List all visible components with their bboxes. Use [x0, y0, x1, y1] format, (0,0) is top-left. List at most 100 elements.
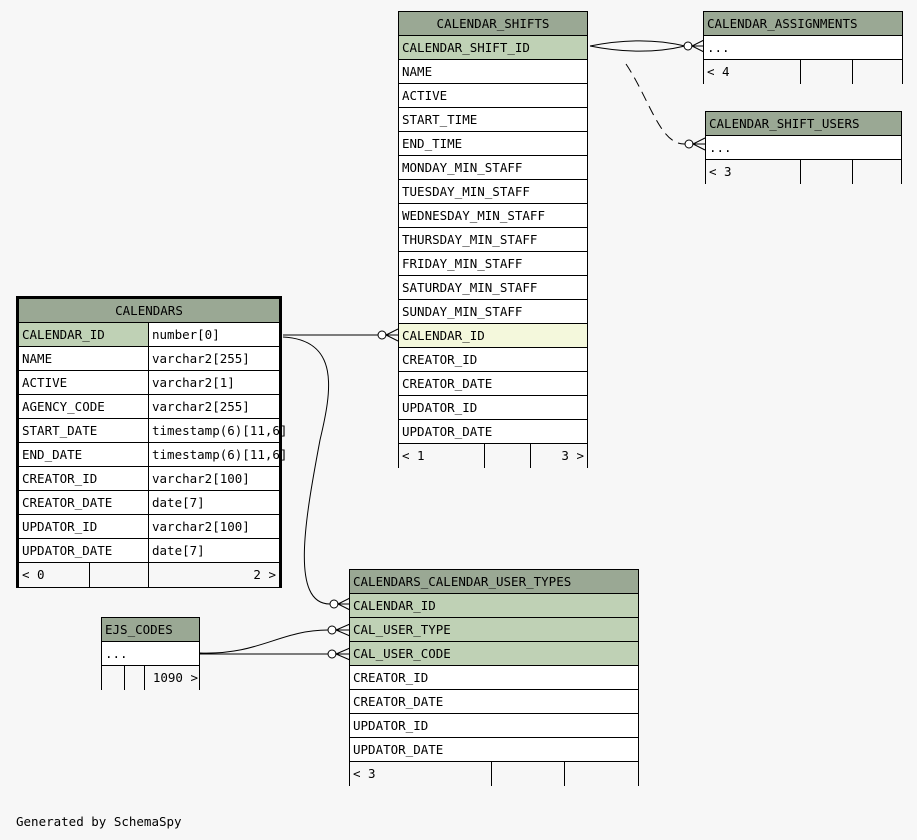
footer-rows: [484, 444, 530, 468]
link-shifts-to-shift-users: [625, 63, 686, 145]
table-row[interactable]: CAL_USER_CODE: [350, 642, 638, 666]
footer-children: [852, 160, 903, 184]
link-assignments-crowfoot: [690, 39, 705, 53]
table-row[interactable]: SATURDAY_MIN_STAFF: [399, 276, 587, 300]
column-type: number[0]: [148, 323, 279, 346]
table-row[interactable]: NAME: [399, 60, 587, 84]
footer-children: 2 >: [148, 563, 279, 587]
column-type: varchar2[255]: [148, 395, 279, 418]
column-name: CREATOR_ID: [402, 352, 478, 367]
footer-rows: [491, 762, 564, 786]
table-row[interactable]: END_TIME: [399, 132, 587, 156]
column-name: CREATOR_ID: [22, 471, 98, 486]
footer-parents: < 3: [353, 766, 376, 781]
credit-text: Generated by SchemaSpy: [16, 814, 182, 829]
column-name: START_TIME: [402, 112, 478, 127]
footer-children: [852, 60, 904, 84]
link-shift-users-crowfoot: [691, 137, 706, 151]
table-header: CALENDARS: [19, 299, 279, 323]
column-name: ACTIVE: [402, 88, 448, 103]
column-ellipsis: ...: [704, 36, 902, 60]
column-name: UPDATOR_ID: [402, 400, 478, 415]
footer-parents: < 4: [707, 64, 730, 79]
table-footer: < 3: [350, 762, 638, 786]
table-calendars-calendar-user-types[interactable]: CALENDARS_CALENDAR_USER_TYPES CALENDAR_I…: [349, 569, 639, 786]
link-calendars-to-user-types: [282, 336, 331, 605]
table-title: CALENDAR_SHIFTS: [436, 16, 550, 31]
table-row[interactable]: FRIDAY_MIN_STAFF: [399, 252, 587, 276]
footer-parents: < 1: [402, 448, 425, 463]
link-shifts-to-assignments: [589, 40, 686, 47]
table-row[interactable]: CREATOR_ID: [399, 348, 587, 372]
column-name: CREATOR_ID: [353, 670, 429, 685]
link-user-types-calendar-id-marker: [329, 599, 339, 609]
footer-parents: < 3: [709, 164, 732, 179]
table-footer: < 0 2 >: [19, 563, 279, 587]
table-row[interactable]: ACTIVE: [399, 84, 587, 108]
link-assignments-optional-marker: [683, 41, 693, 51]
footer-parents: < 0: [22, 567, 45, 582]
column-name: THURSDAY_MIN_STAFF: [402, 232, 538, 247]
table-ejs-codes[interactable]: EJS_CODES ... 1090 >: [101, 617, 200, 690]
column-name: CAL_USER_TYPE: [350, 618, 638, 641]
footer-rows: [124, 666, 144, 690]
table-row[interactable]: CREATOR_DATE date[7]: [19, 491, 279, 515]
footer-rows: [89, 563, 148, 587]
footer-rows: [800, 160, 852, 184]
column-name: UPDATOR_ID: [22, 519, 98, 534]
table-row[interactable]: CREATOR_ID: [350, 666, 638, 690]
column-name: NAME: [22, 351, 53, 366]
column-type: timestamp(6)[11,6]: [148, 443, 287, 466]
table-calendar-assignments[interactable]: CALENDAR_ASSIGNMENTS ... < 4: [703, 11, 903, 84]
table-row[interactable]: SUNDAY_MIN_STAFF: [399, 300, 587, 324]
footer-children: 3 >: [530, 444, 587, 468]
table-header: CALENDAR_ASSIGNMENTS: [704, 12, 902, 36]
table-row[interactable]: UPDATOR_ID: [399, 396, 587, 420]
table-title: EJS_CODES: [105, 622, 173, 637]
footer-children: 1090 >: [144, 666, 201, 690]
column-name: SATURDAY_MIN_STAFF: [402, 280, 538, 295]
table-row[interactable]: UPDATOR_DATE: [399, 420, 587, 444]
table-row[interactable]: UPDATOR_DATE: [350, 738, 638, 762]
link-shifts-optional-marker: [377, 330, 387, 340]
column-name: TUESDAY_MIN_STAFF: [402, 184, 530, 199]
table-row[interactable]: CREATOR_DATE: [399, 372, 587, 396]
table-row[interactable]: CAL_USER_TYPE: [350, 618, 638, 642]
table-row[interactable]: TUESDAY_MIN_STAFF: [399, 180, 587, 204]
table-calendar-shift-users[interactable]: CALENDAR_SHIFT_USERS ... < 3: [705, 111, 902, 184]
column-type: date[7]: [148, 539, 279, 562]
column-name: UPDATOR_DATE: [22, 543, 113, 558]
column-name: UPDATOR_ID: [353, 718, 429, 733]
table-row[interactable]: THURSDAY_MIN_STAFF: [399, 228, 587, 252]
footer-children: [564, 762, 638, 786]
ellipsis-text: ...: [707, 40, 730, 55]
table-row[interactable]: START_TIME: [399, 108, 587, 132]
table-row[interactable]: CREATOR_DATE: [350, 690, 638, 714]
table-row[interactable]: WEDNESDAY_MIN_STAFF: [399, 204, 587, 228]
table-row[interactable]: MONDAY_MIN_STAFF: [399, 156, 587, 180]
column-name: CREATOR_DATE: [22, 495, 113, 510]
table-row[interactable]: UPDATOR_ID: [350, 714, 638, 738]
table-title: CALENDARS_CALENDAR_USER_TYPES: [353, 574, 572, 589]
table-title: CALENDAR_ASSIGNMENTS: [707, 16, 858, 31]
table-row[interactable]: UPDATOR_DATE date[7]: [19, 539, 279, 563]
link-user-code-crowfoot: [334, 647, 351, 661]
link-ejs-to-user-type: [199, 629, 329, 654]
link-user-types-calendar-id-crowfoot: [336, 597, 351, 611]
table-row[interactable]: CALENDAR_ID: [350, 594, 638, 618]
table-row[interactable]: CALENDAR_ID: [399, 324, 587, 348]
column-type: date[7]: [148, 491, 279, 514]
table-row[interactable]: CALENDAR_SHIFT_ID: [399, 36, 587, 60]
link-shift-users-optional-marker: [684, 139, 694, 149]
